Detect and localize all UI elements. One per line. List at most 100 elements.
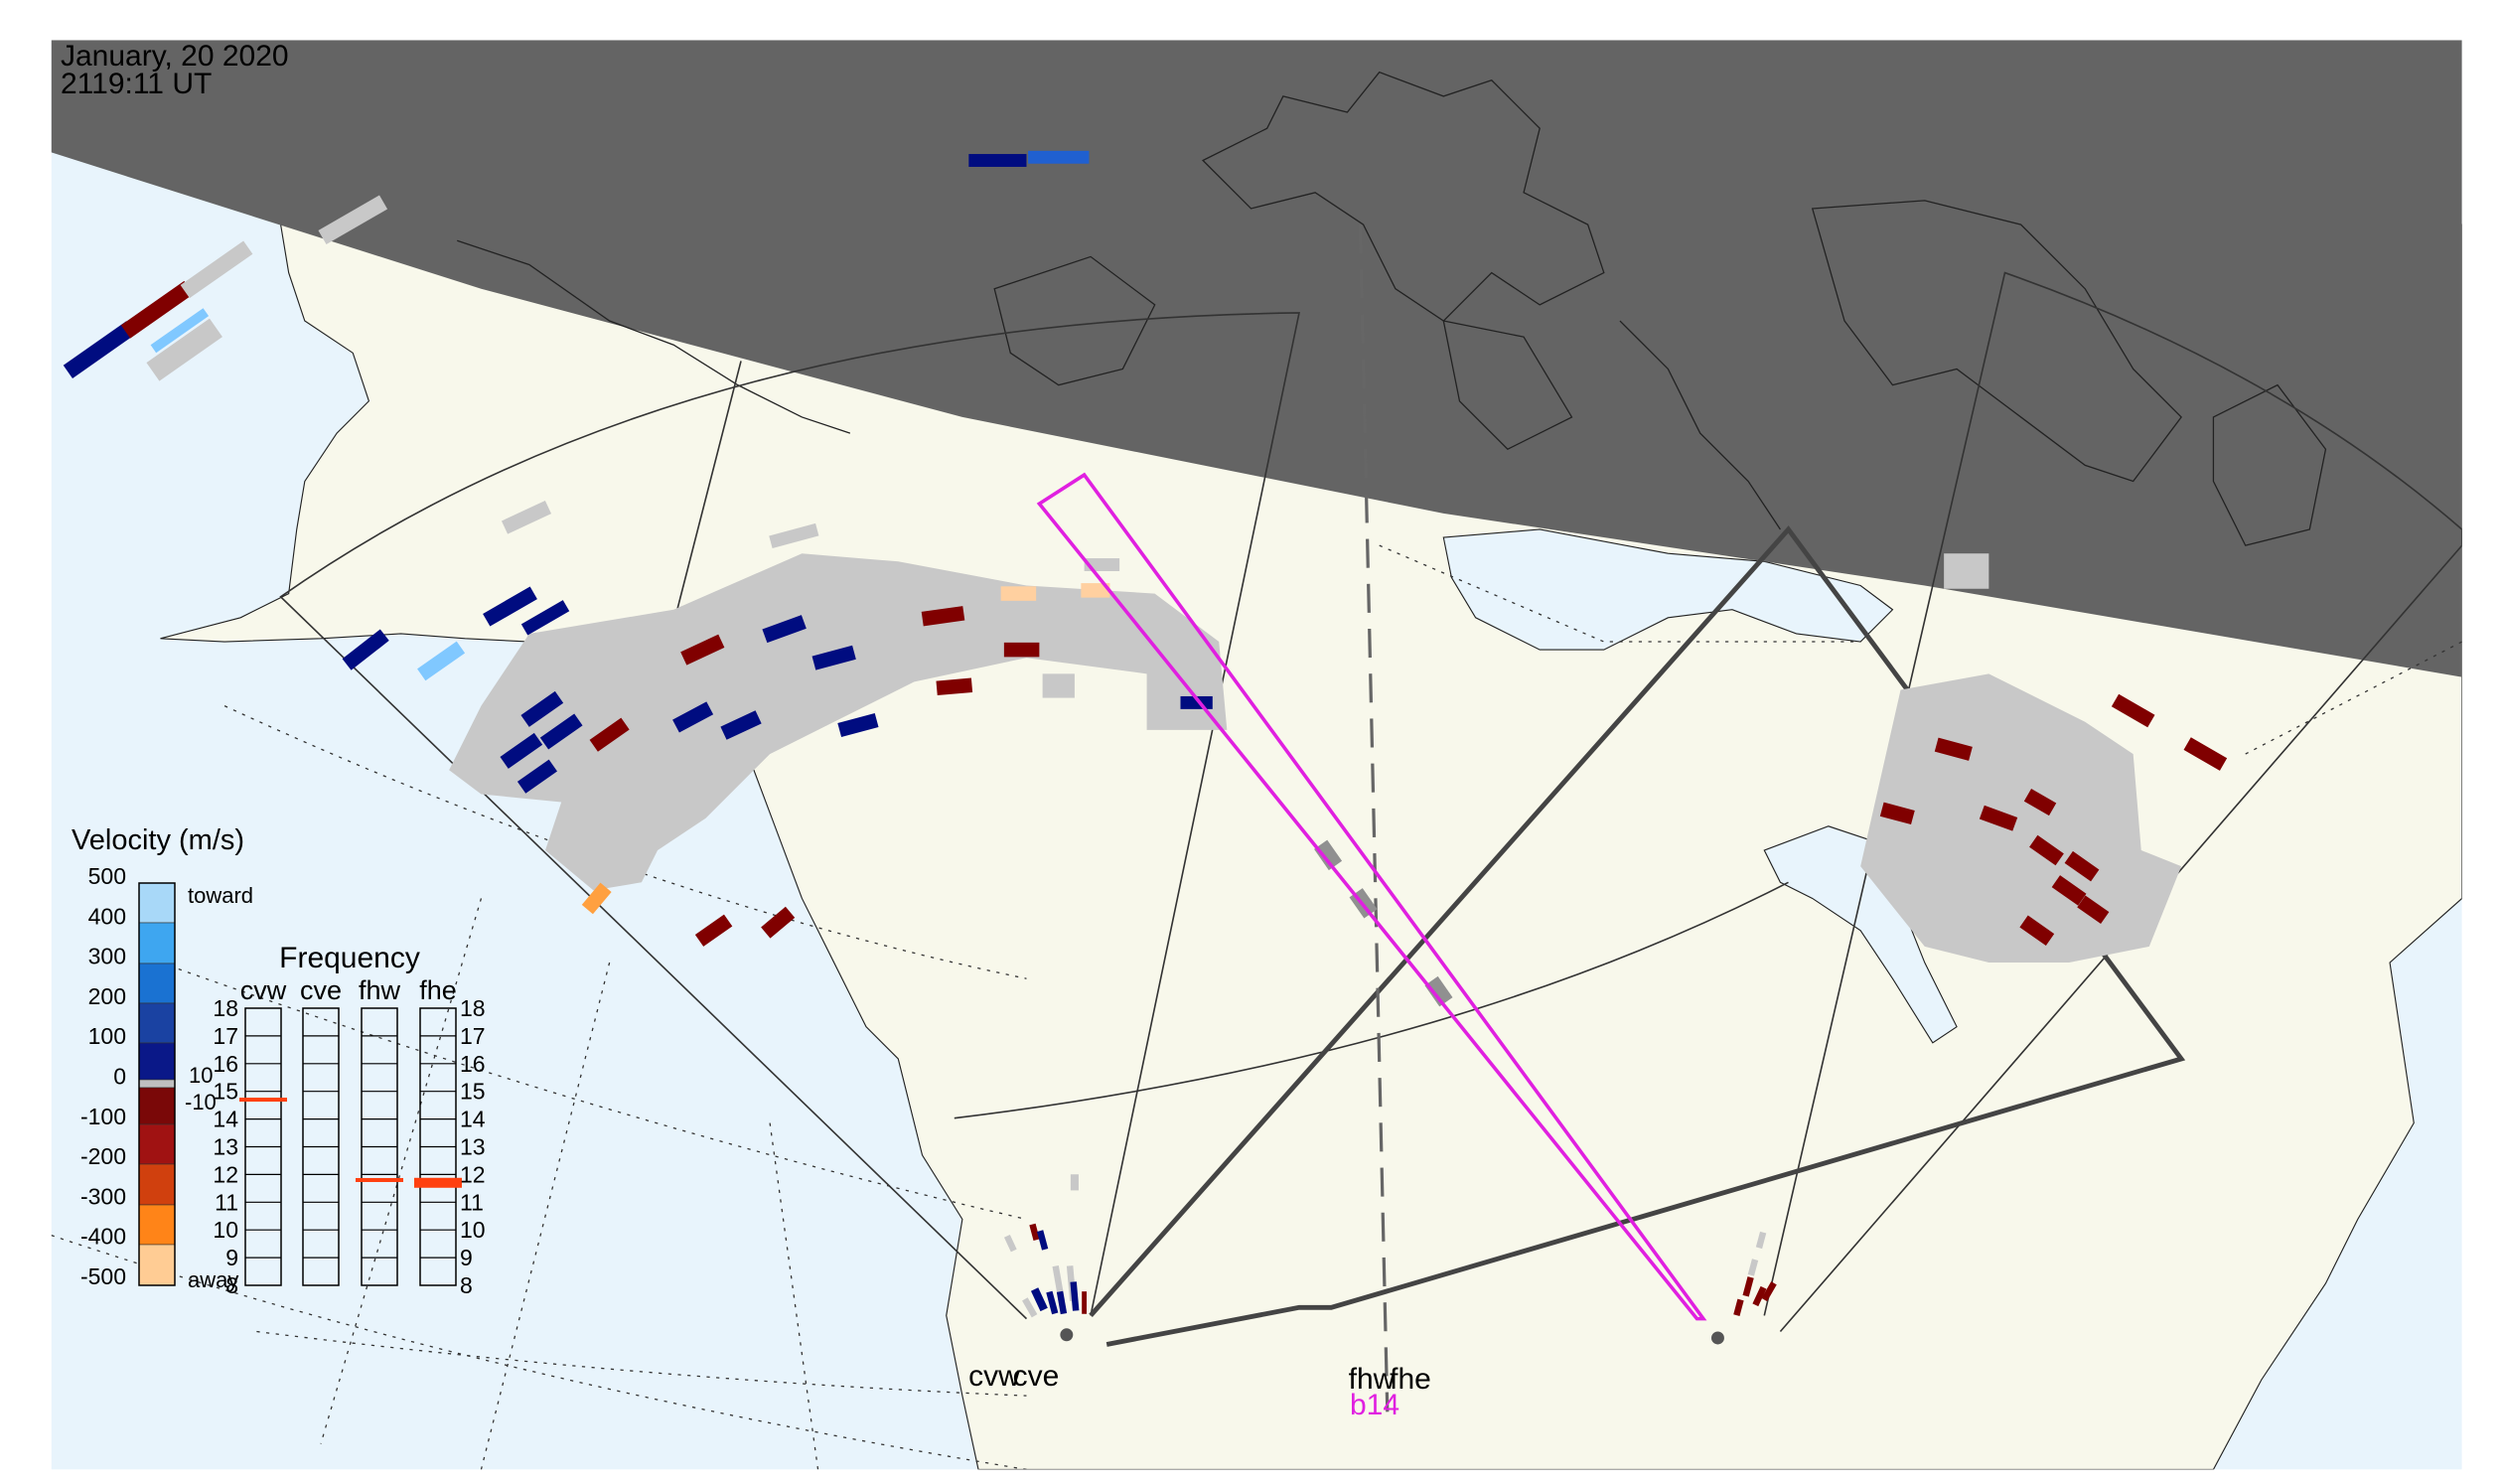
cv-site-marker[interactable] [1060, 1328, 1074, 1342]
beam-label: b14 [1350, 1389, 1399, 1421]
frequency-tick-right: 8 [460, 1272, 473, 1298]
scatter-cell [1029, 1223, 1040, 1242]
scatter-cell [762, 615, 807, 644]
frequency-tick-right: 14 [460, 1107, 486, 1132]
scatter-cell [581, 882, 612, 915]
frequency-tick-right: 11 [460, 1189, 484, 1215]
time-label: 2119:11 UT [61, 68, 212, 100]
velocity-tick-label: 0 [113, 1064, 126, 1090]
scatter-cell [318, 195, 388, 245]
scatter-cell [1030, 1287, 1048, 1312]
frequency-column-label: cve [300, 975, 342, 1005]
scatter-cell [672, 701, 714, 733]
site-label-cve: cve [1013, 1360, 1060, 1393]
site-label-cvw: cvw [968, 1360, 1020, 1393]
frequency-column-label: fhw [359, 975, 401, 1005]
fh-site-marker[interactable] [1710, 1331, 1724, 1345]
frequency-tick-right: 10 [460, 1217, 486, 1243]
scatter-cell [968, 154, 1027, 167]
scatter-cell [2064, 850, 2100, 882]
frequency-tick-right: 16 [460, 1051, 486, 1077]
scatter-cell [811, 645, 856, 670]
colorbar-segment [138, 1087, 176, 1125]
cve-field-of-view-outline [1089, 525, 2186, 1347]
scatter-cell [1879, 802, 1915, 825]
frequency-tick-right: 17 [460, 1023, 486, 1049]
site-label-fhw: fhw [1349, 1363, 1396, 1396]
meridian-dashed-line [1358, 224, 1390, 1412]
graticule [51, 544, 2462, 1470]
colorbar-segment [138, 963, 176, 1004]
gs-lower-label: -10 [185, 1090, 217, 1114]
colorbar-segment [138, 922, 176, 965]
frequency-tick-right: 9 [460, 1245, 473, 1270]
away-label: away [188, 1267, 238, 1292]
scatter-cell [1081, 583, 1110, 598]
scatter-cell [1003, 642, 1040, 658]
night-terminator-shade [51, 40, 2462, 677]
frequency-tick-right: 18 [460, 995, 486, 1021]
velocity-tick-label: 200 [88, 983, 126, 1009]
scatter-cell [1747, 1259, 1759, 1276]
colorbar-segment [138, 1204, 176, 1246]
colorbar [138, 882, 176, 1286]
frequency-tick-left: 8 [225, 1272, 238, 1298]
scatter-cells [63, 150, 2228, 1318]
frequency-tick-left: 15 [213, 1079, 238, 1105]
scatter-cell [837, 712, 879, 738]
frequency-tick-left: 16 [213, 1051, 238, 1077]
velocity-tick-label: 300 [88, 944, 126, 969]
frequency-tick-left: 10 [213, 1217, 238, 1243]
scatter-cell [500, 732, 543, 769]
colorbar-segment [138, 1042, 176, 1081]
frequency-tick-left: 9 [225, 1245, 238, 1270]
scatter-cell [1755, 1231, 1767, 1250]
scatter-cell [2183, 737, 2228, 771]
colorbar-segment [138, 1079, 176, 1089]
scatter-cell [516, 759, 557, 794]
scatter-cell [520, 600, 570, 636]
colorbar-segment [138, 1163, 176, 1206]
scatter-cell [2023, 788, 2057, 816]
scatter-cell [2077, 895, 2110, 925]
velocity-tick-label: -200 [80, 1143, 126, 1169]
scatter-cell [1056, 1290, 1068, 1315]
frequency-tick-left: 18 [213, 995, 238, 1021]
date-label: January, 20 2020 [61, 40, 289, 73]
scatter-cell [680, 634, 725, 666]
scatter-cell [150, 308, 210, 354]
frequency-marker-cvw [239, 1098, 287, 1103]
scatter-cell [2111, 693, 2155, 728]
scatter-cell [1070, 1174, 1079, 1191]
colorbar-segment [138, 1244, 176, 1286]
scatter-cell [2029, 834, 2064, 866]
scatter-cell [720, 710, 762, 740]
scatter-cell [1082, 1291, 1088, 1314]
scatter-cell [1046, 1290, 1059, 1315]
scatter-cell [1752, 1285, 1767, 1307]
arctic-coastlines [457, 71, 2327, 546]
scatter-cell [1979, 805, 2018, 831]
scatter-cell [2051, 875, 2087, 906]
frequency-tick-left: 12 [213, 1161, 238, 1187]
scatter-cell [63, 321, 136, 378]
colorbar-segment [138, 1123, 176, 1165]
velocity-tick-label: -300 [80, 1183, 126, 1209]
scatter-cell [589, 717, 630, 752]
scatter-cell [1022, 1297, 1038, 1318]
velocity-tick-label: 100 [88, 1023, 126, 1049]
scatter-cell [483, 586, 537, 627]
frequency-column-label: cvw [240, 975, 287, 1005]
gs-upper-label: 10 [189, 1063, 213, 1088]
frequency-tick-left: 17 [213, 1023, 238, 1049]
velocity-tick-label: 400 [88, 903, 126, 929]
scatter-cell [1314, 839, 1343, 871]
colorbar-frame [138, 882, 176, 1286]
scatter-cell [1036, 1230, 1049, 1251]
velocity-tick-label: -100 [80, 1104, 126, 1129]
velocity-tick-label: -400 [80, 1224, 126, 1250]
hudson-bay [1442, 528, 1894, 651]
